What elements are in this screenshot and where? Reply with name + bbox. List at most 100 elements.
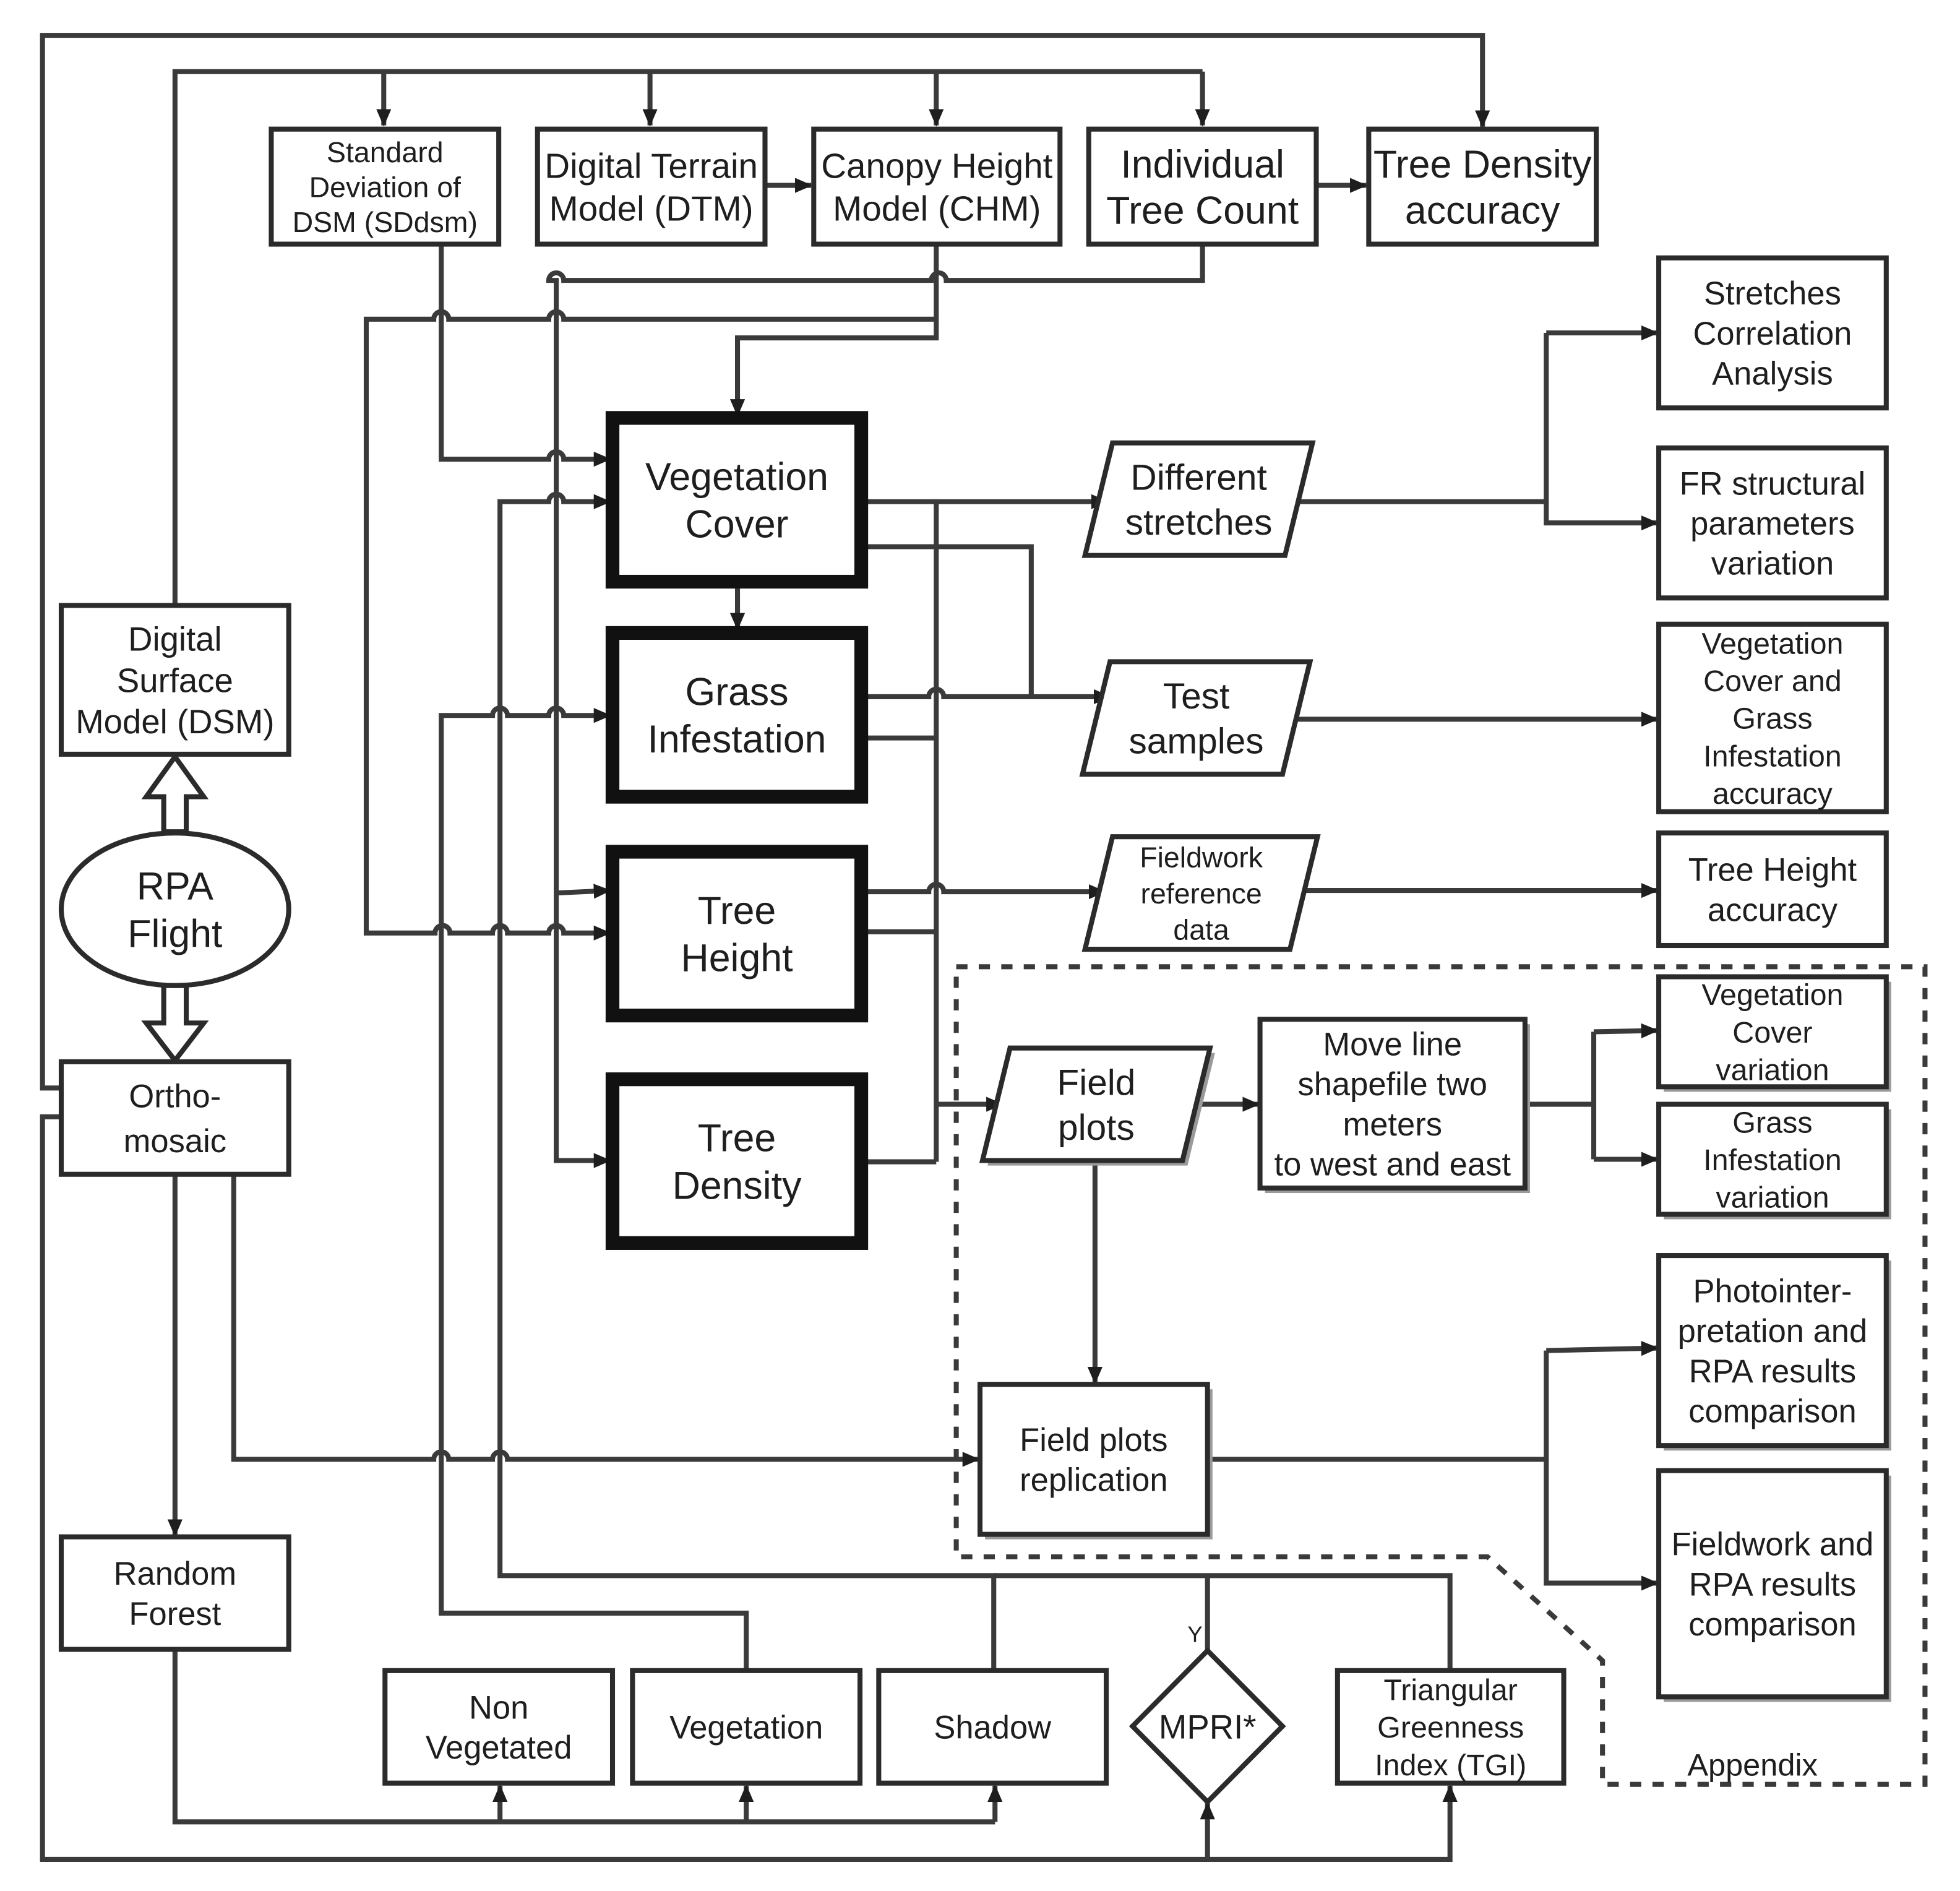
node-label-line: Infestation	[1703, 1144, 1842, 1177]
node-label-line: mosaic	[124, 1123, 226, 1160]
edge-vegclass-to-grass	[439, 705, 749, 1669]
node-label-line: samples	[1128, 722, 1263, 762]
node-label-line: shapefile two	[1297, 1066, 1487, 1103]
node-label-line: Grass	[1732, 702, 1812, 736]
node-veg: Vegetation	[630, 1668, 863, 1786]
appendix-region	[953, 964, 1928, 1787]
edge-height-to-fieldref	[862, 881, 1107, 900]
node-shape	[977, 1382, 1210, 1537]
node-label-line: reference	[1140, 877, 1262, 910]
node-label-line: replication	[1020, 1462, 1167, 1499]
node-label-line: plots	[1058, 1108, 1135, 1148]
connector-lines	[40, 33, 1659, 1862]
node-shape	[811, 126, 1063, 247]
node-label-line: Shadow	[934, 1710, 1052, 1746]
node-label-line: Surface	[117, 661, 233, 699]
node-label-line: accuracy	[1405, 189, 1560, 233]
edge-ortho-to-repl	[231, 1175, 980, 1467]
edge-to-photo-cmp	[1546, 1341, 1659, 1356]
node-label-line: Index (TGI)	[1375, 1749, 1526, 1782]
node-label-line: RPA	[137, 865, 213, 908]
node-shape	[605, 1072, 869, 1250]
node-shape	[605, 626, 869, 804]
node-label-line: MPRI*	[1159, 1708, 1257, 1746]
node-label-line: Tree Count	[1106, 189, 1299, 233]
node-label-line: Ortho-	[129, 1078, 221, 1114]
node-label-line: Model (DSM)	[75, 703, 274, 741]
edge-chm-to-veg-cover	[729, 319, 939, 417]
node-shape	[1366, 126, 1599, 247]
node-label-line: parameters	[1690, 506, 1855, 542]
node-shape	[58, 830, 291, 988]
node-label-line: Digital Terrain	[544, 147, 758, 186]
node-label-line: Individual	[1120, 143, 1284, 186]
node-label-line: Forest	[129, 1596, 221, 1632]
node-label-line: Model (DTM)	[549, 189, 754, 228]
node-label-line: Grass	[1732, 1106, 1812, 1139]
node-label-line: Tree Height	[1688, 852, 1857, 889]
node-label-line: Flight	[127, 912, 222, 955]
node-label-line: Deviation of	[309, 171, 461, 203]
node-shape	[1656, 974, 1889, 1090]
edge-ortho-to-tda	[40, 33, 1490, 1091]
node-shape	[1656, 445, 1889, 601]
node-label-line: FR structural	[1680, 465, 1866, 502]
node-shape	[1081, 834, 1321, 952]
mpri-yes-label: Y	[1187, 1621, 1202, 1647]
node-label-line: comparison	[1688, 1606, 1856, 1643]
node-label-line: variation	[1716, 1053, 1829, 1087]
node-label-line: Fieldwork	[1140, 841, 1263, 873]
node-label-line: Tree Density	[1373, 143, 1592, 186]
node-label-line: Vegetation	[669, 1710, 823, 1746]
node-shape	[1081, 440, 1316, 558]
node-label-line: stretches	[1125, 502, 1273, 543]
node-label-line: Fieldwork and	[1671, 1527, 1873, 1563]
node-shape	[1656, 1253, 1889, 1449]
node-label-line: Analysis	[1712, 356, 1833, 392]
node-label-line: variation	[1716, 1181, 1829, 1215]
node-shape	[605, 845, 869, 1023]
node-label-line: Test	[1163, 676, 1229, 717]
node-shape	[58, 1059, 291, 1177]
node-label-line: Vegetated	[426, 1729, 572, 1766]
node-label-line: Infestation	[648, 718, 827, 761]
edge-ortho-to-tgi	[40, 1114, 1458, 1862]
edge-dsm-bus	[172, 69, 1203, 606]
node-test-samples: Test samples	[1079, 659, 1313, 777]
node-label-line: RPA results	[1689, 1566, 1856, 1603]
node-label-line: Infestation	[1703, 739, 1842, 773]
node-label-line: Tree	[698, 889, 776, 933]
node-label-line: to west and east	[1274, 1146, 1511, 1182]
node-label-line: Canopy Height	[821, 147, 1052, 186]
node-label-line: data	[1173, 913, 1229, 945]
node-ortho: Ortho-mosaic	[58, 1059, 291, 1177]
node-shape	[382, 1668, 616, 1786]
node-label-line: Vegetation	[645, 455, 828, 499]
node-label-line: Field	[1057, 1062, 1135, 1103]
node-label-line: Triangular	[1383, 1674, 1517, 1707]
node-label-line: Random	[114, 1556, 237, 1592]
node-shape	[1656, 830, 1889, 949]
edge-sddsm-to-veg-cover	[439, 244, 611, 467]
edge-rf-bus	[172, 1650, 995, 1825]
edge-to-vc-var	[1593, 1023, 1659, 1039]
node-label-line: Cover	[1732, 1016, 1812, 1049]
edge-shadow-to-veg-cover	[497, 491, 997, 1669]
node-label-line: Cover	[685, 503, 788, 546]
node-shape	[1086, 126, 1319, 247]
edge-to-fw-cmp	[1544, 1459, 1659, 1591]
